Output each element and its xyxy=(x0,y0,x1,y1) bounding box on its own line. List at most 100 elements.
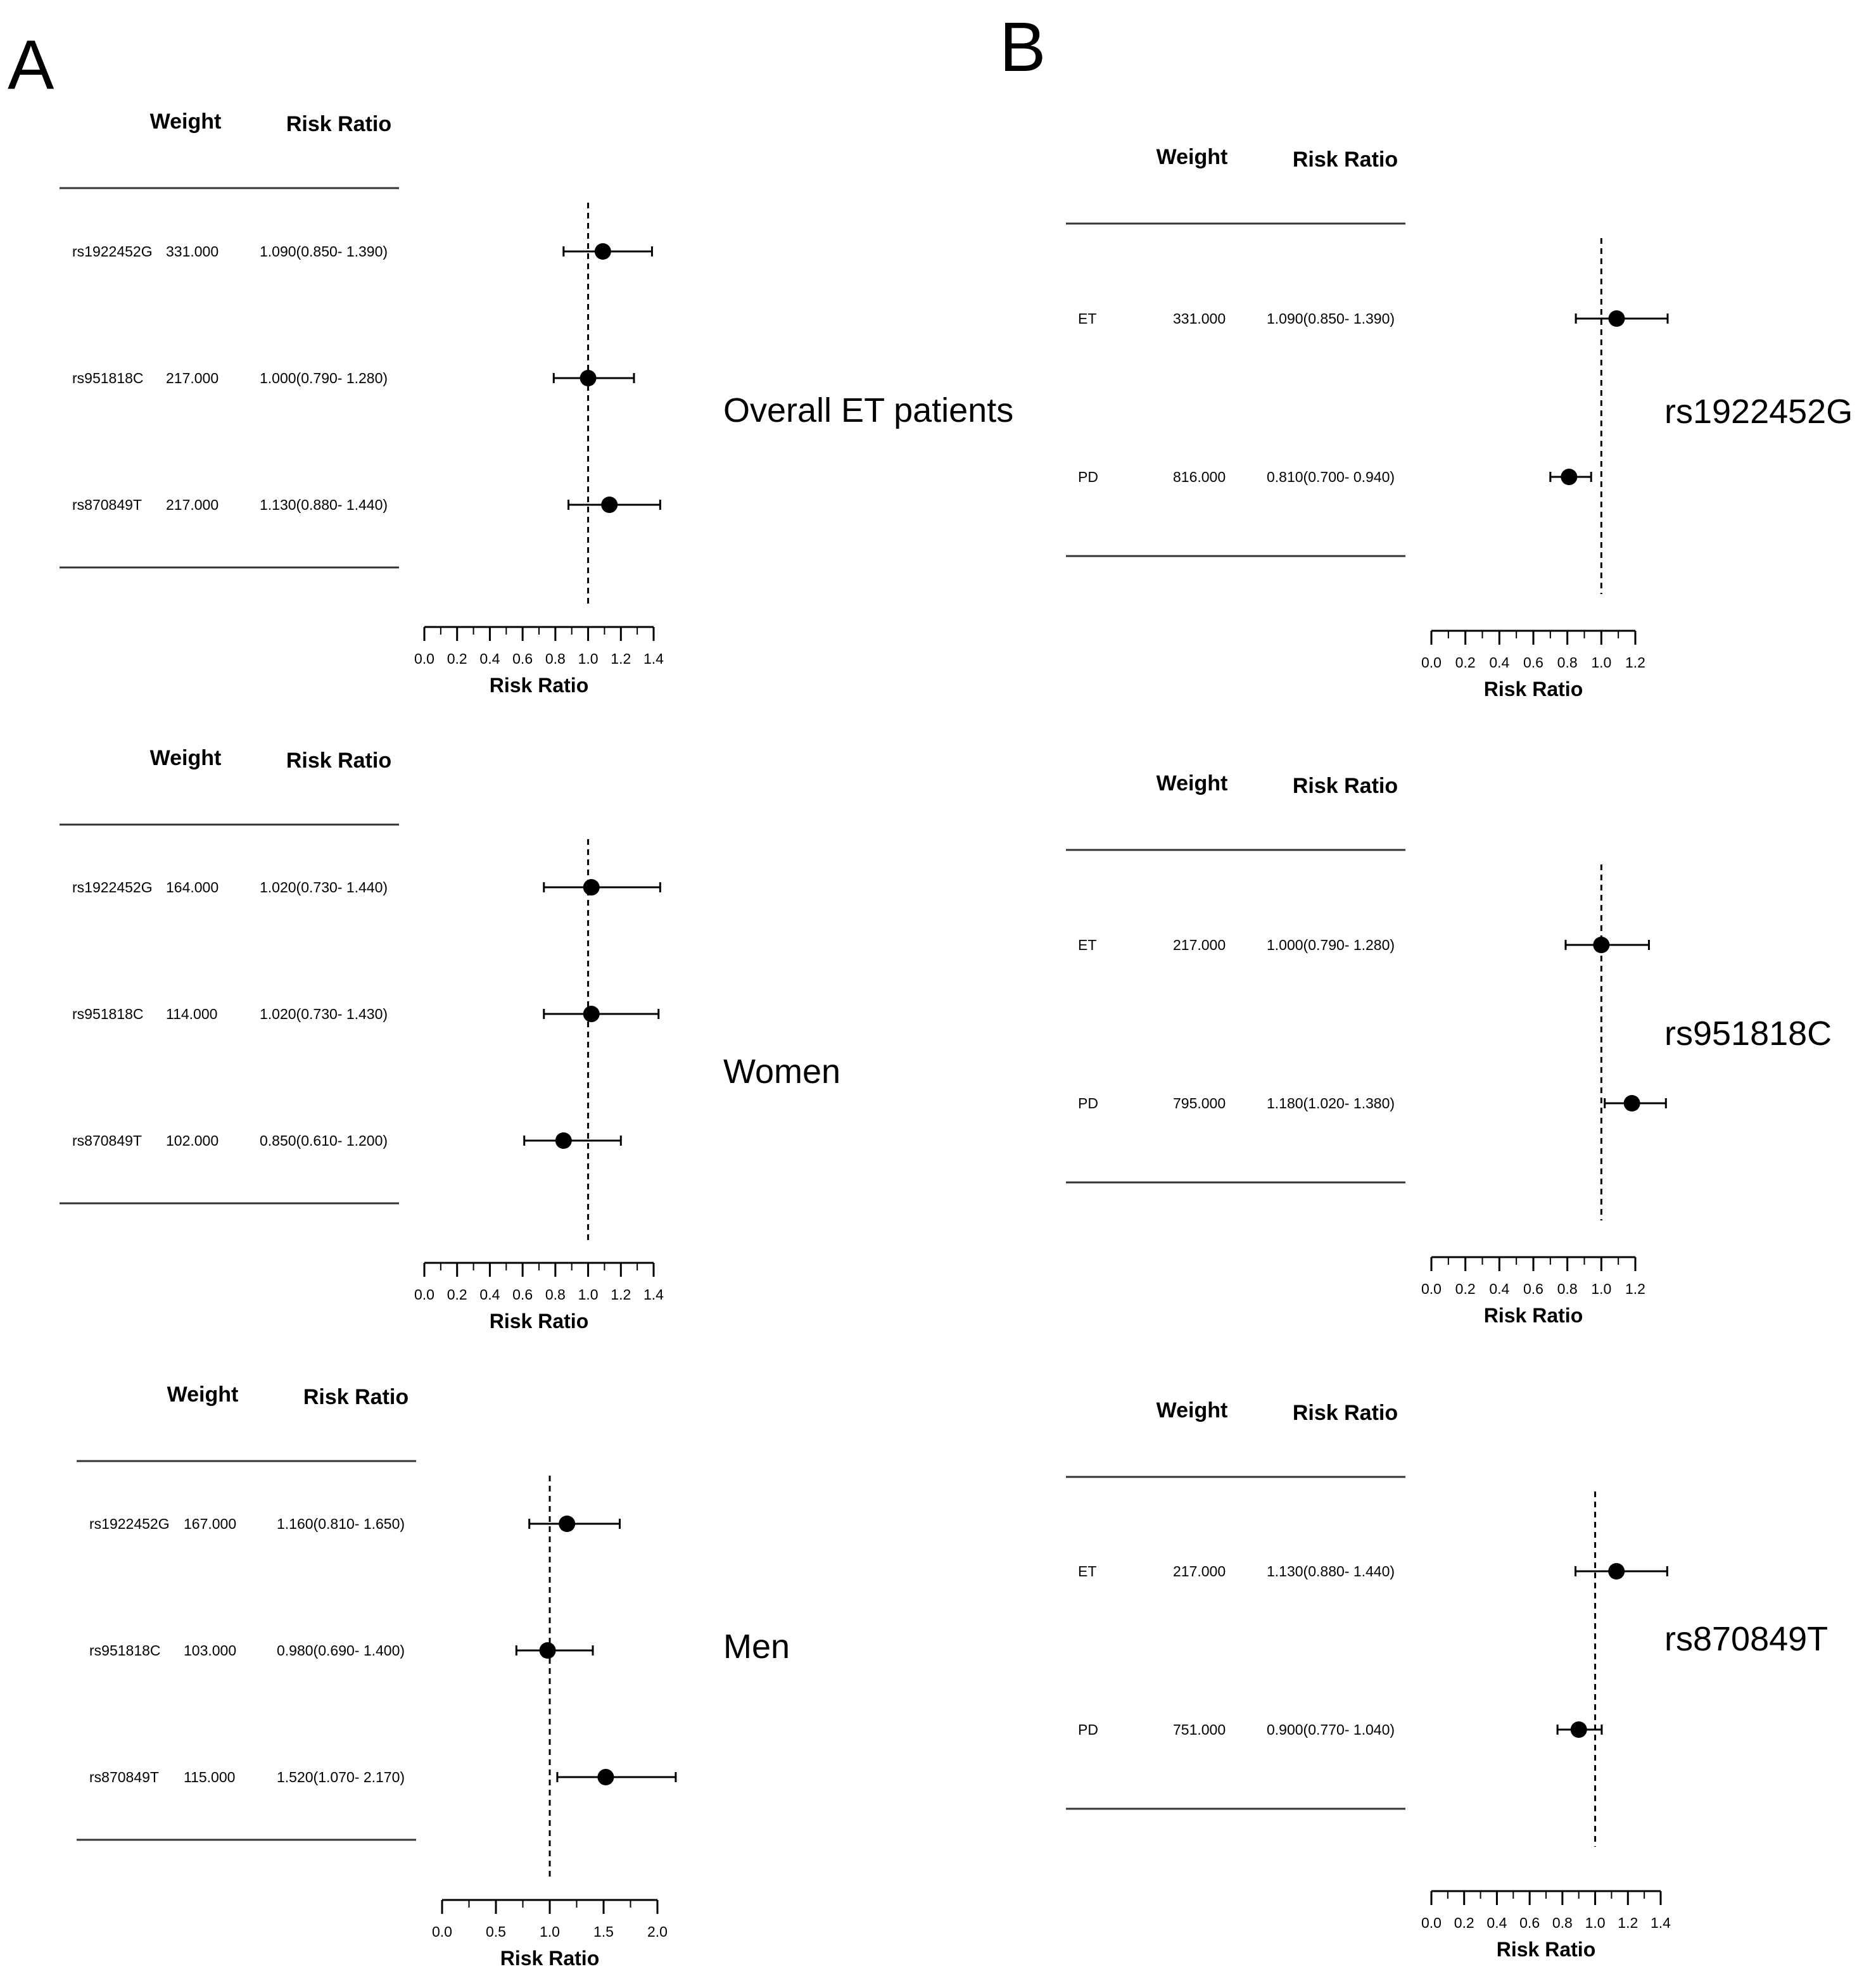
x-axis-tick-label: 0.8 xyxy=(1552,1915,1573,1931)
row-label: rs951818C xyxy=(72,370,144,386)
x-axis-tick-label: 0.0 xyxy=(1421,1915,1442,1931)
risk-ratio-column-header: Risk Ratio xyxy=(1293,774,1398,798)
x-axis-tick-label: 0.6 xyxy=(1519,1915,1540,1931)
x-axis-label: Risk Ratio xyxy=(500,1947,599,1970)
x-axis-tick-label: 0.8 xyxy=(545,650,566,667)
risk-ratio-column-header: Risk Ratio xyxy=(1293,148,1398,172)
x-axis-tick-label: 0.4 xyxy=(1489,654,1509,671)
row-label: PD xyxy=(1078,469,1098,485)
x-axis-tick-label: 0.2 xyxy=(447,650,467,667)
x-axis-tick-label: 0.4 xyxy=(1489,1281,1509,1297)
point-estimate-marker xyxy=(583,879,600,896)
row-label: PD xyxy=(1078,1095,1098,1111)
x-axis-tick-label: 1.2 xyxy=(611,650,631,667)
weight-column-header: Weight xyxy=(150,746,222,770)
point-estimate-marker xyxy=(1608,1563,1625,1580)
x-axis-label: Risk Ratio xyxy=(1484,678,1583,700)
group-label: Women xyxy=(723,1053,840,1091)
point-estimate-marker xyxy=(1570,1721,1587,1738)
x-axis-tick-label: 0.4 xyxy=(479,1286,500,1303)
weight-column-header: Weight xyxy=(150,110,222,134)
group-label: rs1922452G xyxy=(1664,393,1853,431)
x-axis-tick-label: 1.2 xyxy=(611,1286,631,1303)
group-label: Men xyxy=(723,1628,790,1666)
row-weight: 331.000 xyxy=(166,243,219,260)
risk-ratio-column-header: Risk Ratio xyxy=(286,749,391,773)
row-weight: 816.000 xyxy=(1173,469,1226,485)
point-estimate-marker xyxy=(1608,310,1625,327)
x-axis-tick-label: 0.0 xyxy=(432,1923,452,1940)
x-axis-tick-label: 0.6 xyxy=(1523,654,1543,671)
panel-letter-b: B xyxy=(999,8,1046,86)
row-label: ET xyxy=(1078,1563,1096,1580)
x-axis-tick-label: 1.4 xyxy=(1651,1915,1671,1931)
row-risk-ratio-text: 1.180(1.020- 1.380) xyxy=(1267,1095,1395,1111)
row-weight: 217.000 xyxy=(1173,937,1226,953)
row-weight: 217.000 xyxy=(166,497,219,513)
row-label: rs951818C xyxy=(72,1006,144,1022)
row-weight: 167.000 xyxy=(184,1516,236,1532)
x-axis-tick-label: 0.0 xyxy=(414,650,434,667)
x-axis-tick-label: 1.0 xyxy=(1591,1281,1611,1297)
x-axis-tick-label: 1.5 xyxy=(593,1923,614,1940)
group-label: rs951818C xyxy=(1664,1015,1832,1053)
row-risk-ratio-text: 1.020(0.730- 1.430) xyxy=(260,1006,388,1022)
row-risk-ratio-text: 1.130(0.880- 1.440) xyxy=(1267,1563,1395,1580)
point-estimate-marker xyxy=(597,1769,614,1785)
row-weight: 114.000 xyxy=(166,1006,217,1022)
row-weight: 331.000 xyxy=(1173,310,1226,327)
x-axis-tick-label: 1.0 xyxy=(578,1286,599,1303)
x-axis-tick-label: 1.0 xyxy=(540,1923,560,1940)
group-label: Overall ET patients xyxy=(723,391,1013,429)
row-label: rs870849T xyxy=(72,497,142,513)
x-axis-tick-label: 1.4 xyxy=(643,650,664,667)
x-axis-tick-label: 1.2 xyxy=(1625,1281,1645,1297)
row-label: rs1922452G xyxy=(72,243,153,260)
x-axis-tick-label: 1.0 xyxy=(1585,1915,1606,1931)
panel-letter-a: A xyxy=(8,26,54,104)
row-label: rs1922452G xyxy=(72,879,153,896)
x-axis-label: Risk Ratio xyxy=(1484,1304,1583,1327)
x-axis-label: Risk Ratio xyxy=(1497,1938,1595,1961)
row-weight: 102.000 xyxy=(166,1132,219,1149)
x-axis-tick-label: 0.8 xyxy=(1557,1281,1578,1297)
point-estimate-marker xyxy=(594,243,611,260)
x-axis-tick-label: 0.8 xyxy=(545,1286,566,1303)
x-axis-tick-label: 1.0 xyxy=(1591,654,1611,671)
x-axis-tick-label: 0.2 xyxy=(1455,1281,1476,1297)
point-estimate-marker xyxy=(559,1516,576,1532)
row-risk-ratio-text: 1.000(0.790- 1.280) xyxy=(260,370,388,386)
point-estimate-marker xyxy=(580,370,597,386)
weight-column-header: Weight xyxy=(1157,145,1228,169)
row-risk-ratio-text: 1.090(0.850- 1.390) xyxy=(1267,310,1395,327)
x-axis-tick-label: 0.8 xyxy=(1557,654,1578,671)
row-weight: 164.000 xyxy=(166,879,219,896)
point-estimate-marker xyxy=(539,1642,556,1659)
row-weight: 115.000 xyxy=(184,1769,235,1785)
x-axis-tick-label: 0.2 xyxy=(1454,1915,1474,1931)
x-axis-tick-label: 1.2 xyxy=(1625,654,1645,671)
weight-column-header: Weight xyxy=(167,1383,239,1407)
point-estimate-marker xyxy=(555,1132,572,1149)
row-weight: 103.000 xyxy=(184,1642,236,1659)
x-axis-tick-label: 0.2 xyxy=(447,1286,467,1303)
row-label: PD xyxy=(1078,1721,1098,1738)
weight-column-header: Weight xyxy=(1157,1398,1228,1422)
x-axis-tick-label: 0.2 xyxy=(1455,654,1476,671)
x-axis-tick-label: 0.4 xyxy=(479,650,500,667)
row-risk-ratio-text: 1.130(0.880- 1.440) xyxy=(260,497,388,513)
row-risk-ratio-text: 0.810(0.700- 0.940) xyxy=(1267,469,1395,485)
group-label: rs870849T xyxy=(1664,1620,1828,1658)
x-axis-tick-label: 0.5 xyxy=(486,1923,506,1940)
row-weight: 795.000 xyxy=(1173,1095,1226,1111)
risk-ratio-column-header: Risk Ratio xyxy=(1293,1401,1398,1425)
x-axis-tick-label: 1.0 xyxy=(578,650,599,667)
row-weight: 751.000 xyxy=(1173,1721,1226,1738)
risk-ratio-column-header: Risk Ratio xyxy=(286,112,391,136)
row-risk-ratio-text: 1.520(1.070- 2.170) xyxy=(277,1769,405,1785)
row-risk-ratio-text: 0.980(0.690- 1.400) xyxy=(277,1642,405,1659)
point-estimate-marker xyxy=(1593,937,1610,953)
row-label: rs951818C xyxy=(89,1642,161,1659)
x-axis-tick-label: 0.6 xyxy=(1523,1281,1543,1297)
